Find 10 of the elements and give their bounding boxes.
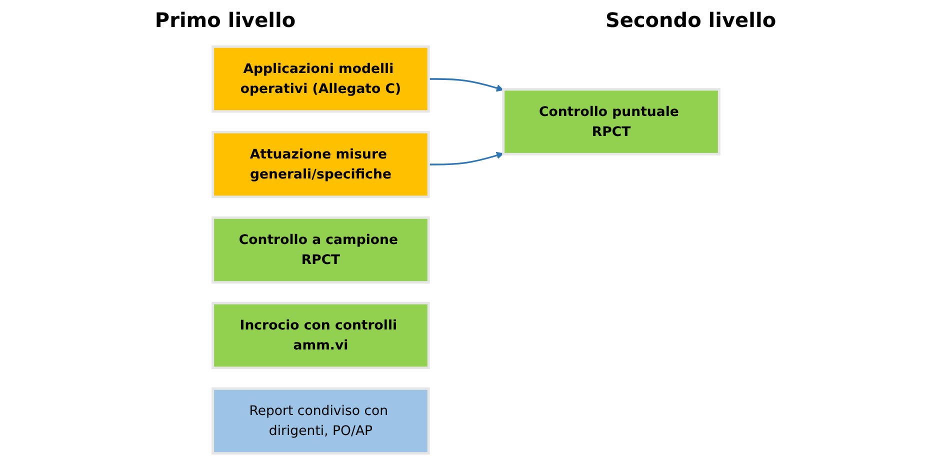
node-box: Controllo a campione RPCT xyxy=(211,216,430,284)
arrow xyxy=(428,152,504,166)
node-box: Applicazioni modelli operativi (Allegato C) xyxy=(211,45,430,113)
node-box: Report condiviso con dirigenti, PO/AP xyxy=(211,387,430,455)
node-box: Controllo puntuale RPCT xyxy=(502,88,720,156)
node-box: Incrocio con controlli amm.vi xyxy=(211,302,430,370)
arrow xyxy=(428,78,504,92)
node-box: Attuazione misure generali/specifiche xyxy=(211,130,430,198)
column-heading: Secondo livello xyxy=(605,8,776,32)
column-heading: Primo livello xyxy=(154,8,296,32)
